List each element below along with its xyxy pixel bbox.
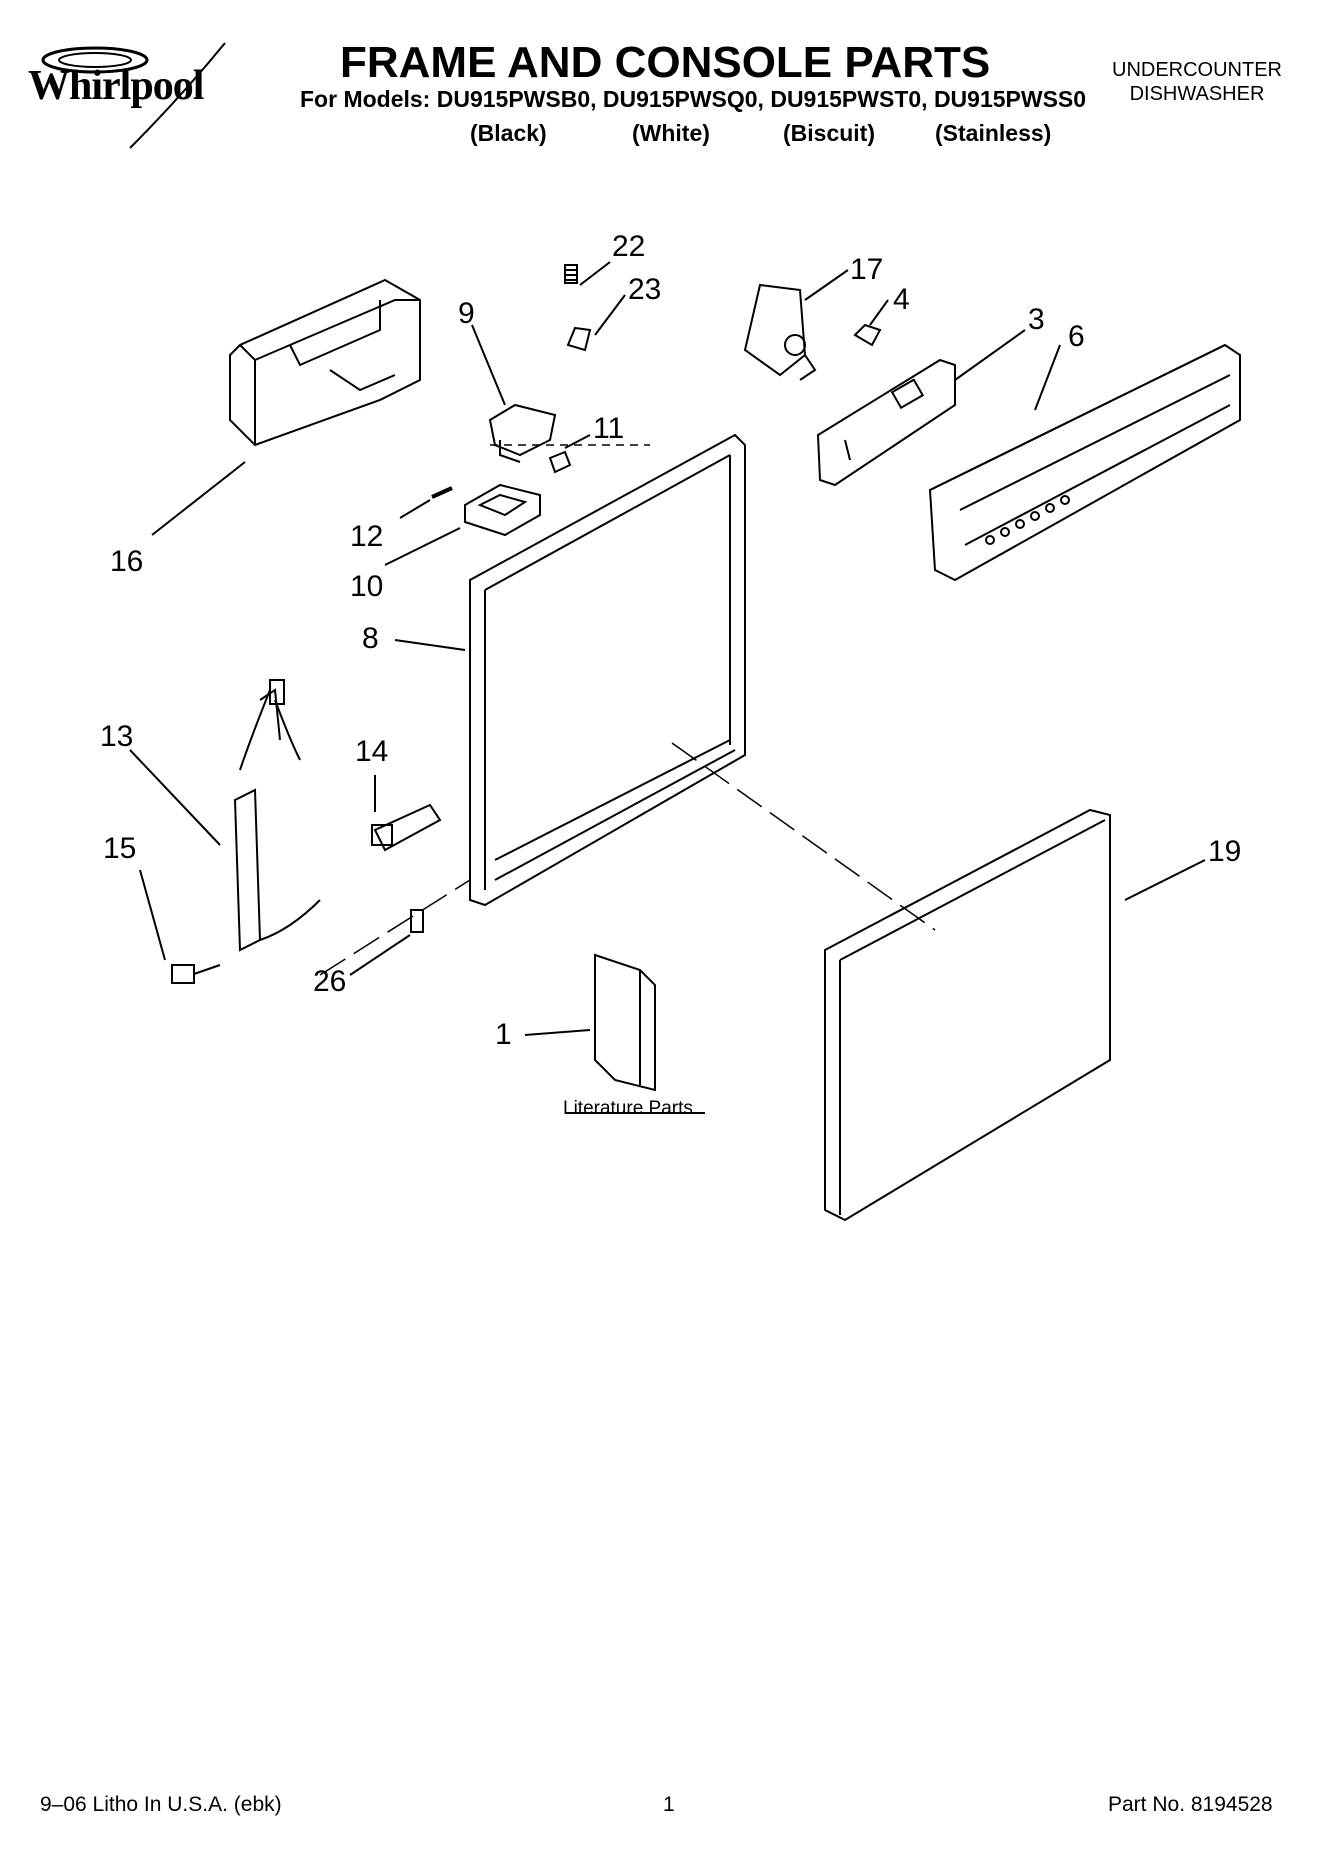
part-3-shape <box>816 358 956 487</box>
callout-17: 17 <box>850 253 884 286</box>
part-4-shape <box>853 323 882 347</box>
part-22-shape <box>564 264 578 284</box>
part-15-shape <box>171 964 221 984</box>
part-17-shape <box>743 283 817 381</box>
literature-parts-label: Literature Parts <box>563 1098 693 1119</box>
part-9-shape <box>488 403 557 463</box>
callout-1: 1 <box>495 1018 512 1051</box>
part-12-shape <box>431 486 453 499</box>
color-black: (Black) <box>470 120 547 146</box>
callout-9: 9 <box>458 297 475 330</box>
color-biscuit: (Biscuit) <box>783 120 875 146</box>
callout-10: 10 <box>350 570 384 603</box>
callout-23: 23 <box>628 273 662 306</box>
footer-part-number: Part No. 8194528 <box>1108 1793 1273 1816</box>
callout-6: 6 <box>1068 320 1085 353</box>
logo-swoosh-icon <box>41 42 226 149</box>
callout-26: 26 <box>313 965 347 998</box>
part-10-shape <box>464 483 541 537</box>
color-stainless: (Stainless) <box>935 120 1052 146</box>
leader-lines <box>129 261 1206 1036</box>
part-1-shape <box>594 953 656 1092</box>
callout-16: 16 <box>110 545 144 578</box>
appliance-type: UNDERCOUNTER DISHWASHER <box>1092 58 1302 106</box>
page-title: FRAME AND CONSOLE PARTS <box>340 38 991 87</box>
part-6-shape <box>928 343 1241 582</box>
assembly-dash-lines <box>319 444 936 976</box>
callout-4: 4 <box>893 283 910 316</box>
callout-8: 8 <box>362 622 379 655</box>
footer-page-number: 1 <box>663 1793 675 1816</box>
callout-19: 19 <box>1208 835 1242 868</box>
callout-14: 14 <box>355 735 389 768</box>
callout-13: 13 <box>100 720 134 753</box>
callout-15: 15 <box>103 832 137 865</box>
part-13-shape <box>233 679 321 952</box>
callout-3: 3 <box>1028 303 1045 336</box>
model-list: For Models: DU915PWSB0, DU915PWSQ0, DU91… <box>300 86 1087 112</box>
part-26-shape <box>410 909 424 933</box>
callout-12: 12 <box>350 520 384 553</box>
part-19-shape <box>824 808 1111 1222</box>
footer-litho: 9–06 Litho In U.S.A. (ebk) <box>40 1793 282 1816</box>
part-8-shape <box>469 433 746 907</box>
part-14-shape <box>371 803 442 852</box>
callout-11: 11 <box>593 412 625 445</box>
callout-22: 22 <box>612 230 646 263</box>
appliance-line-2: DISHWASHER <box>1129 83 1265 105</box>
part-23-shape <box>566 326 592 352</box>
part-16-shape <box>229 278 421 447</box>
appliance-line-1: UNDERCOUNTER <box>1112 59 1282 81</box>
part-11-shape <box>548 450 572 474</box>
color-white: (White) <box>632 120 710 146</box>
